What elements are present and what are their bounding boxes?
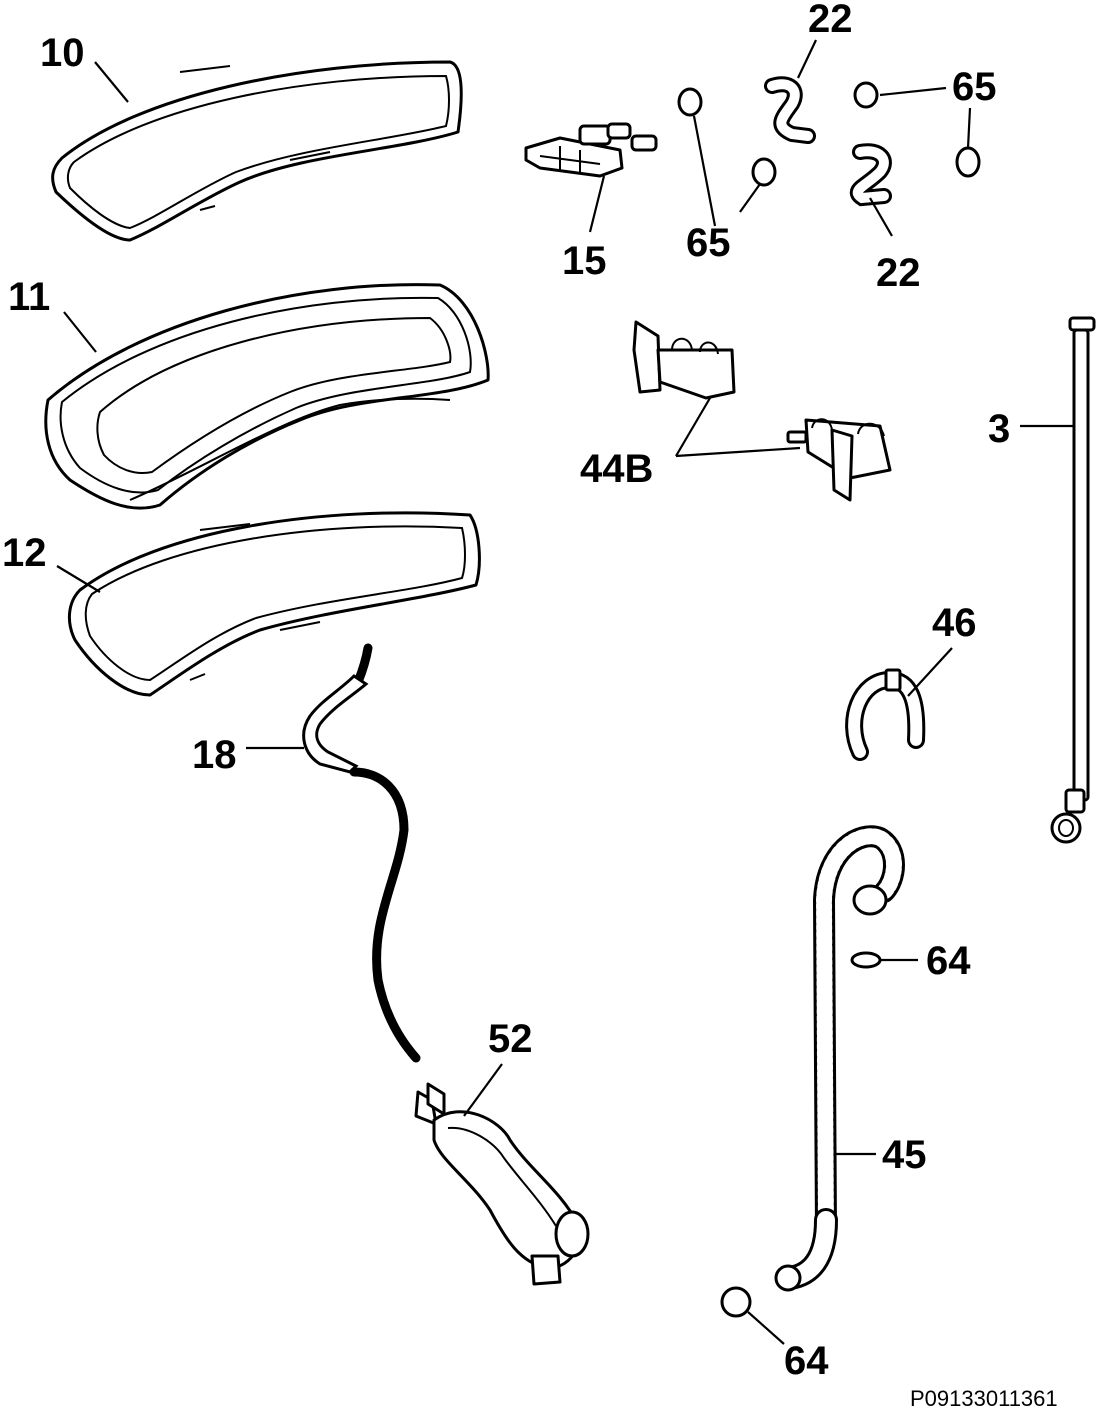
label-3: 3 [988, 407, 1010, 451]
label-64-right: 64 [926, 939, 971, 983]
part-46-clip [845, 668, 926, 761]
diagram-code: P09133011361 [910, 1386, 1058, 1411]
label-10: 10 [40, 31, 85, 75]
part-65-clamps [677, 81, 981, 187]
label-12: 12 [2, 531, 47, 575]
part-12-door-seal [67, 511, 481, 697]
part-44b-holders [632, 320, 892, 502]
callout-labels: 10 11 12 18 15 22 22 65 65 44B 3 46 52 6… [2, 0, 1010, 1383]
part-10-door-seal [51, 60, 463, 242]
part-52-housing [414, 1082, 590, 1286]
part-18-hose [302, 643, 421, 1063]
label-65-right: 65 [952, 65, 997, 109]
part-22-hose-upper [764, 76, 816, 144]
label-52: 52 [488, 1017, 533, 1061]
label-15: 15 [562, 239, 607, 283]
part-3-rod [1050, 316, 1096, 844]
part-64-clamps [720, 951, 882, 1318]
label-64-bottom: 64 [784, 1339, 829, 1383]
label-22-bottom: 22 [876, 251, 921, 295]
part-15-valve-block [524, 122, 658, 178]
part-45-drain-hose [774, 825, 905, 1292]
label-11: 11 [8, 275, 50, 319]
part-11-gasket [44, 283, 490, 510]
part-22-hose-lower [849, 143, 892, 207]
leader-lines [56, 39, 1074, 1345]
label-44b: 44B [580, 447, 653, 491]
label-46: 46 [932, 601, 977, 645]
label-18: 18 [192, 733, 237, 777]
label-65-left: 65 [686, 221, 731, 265]
label-22-top: 22 [808, 0, 853, 41]
label-45: 45 [882, 1133, 927, 1177]
